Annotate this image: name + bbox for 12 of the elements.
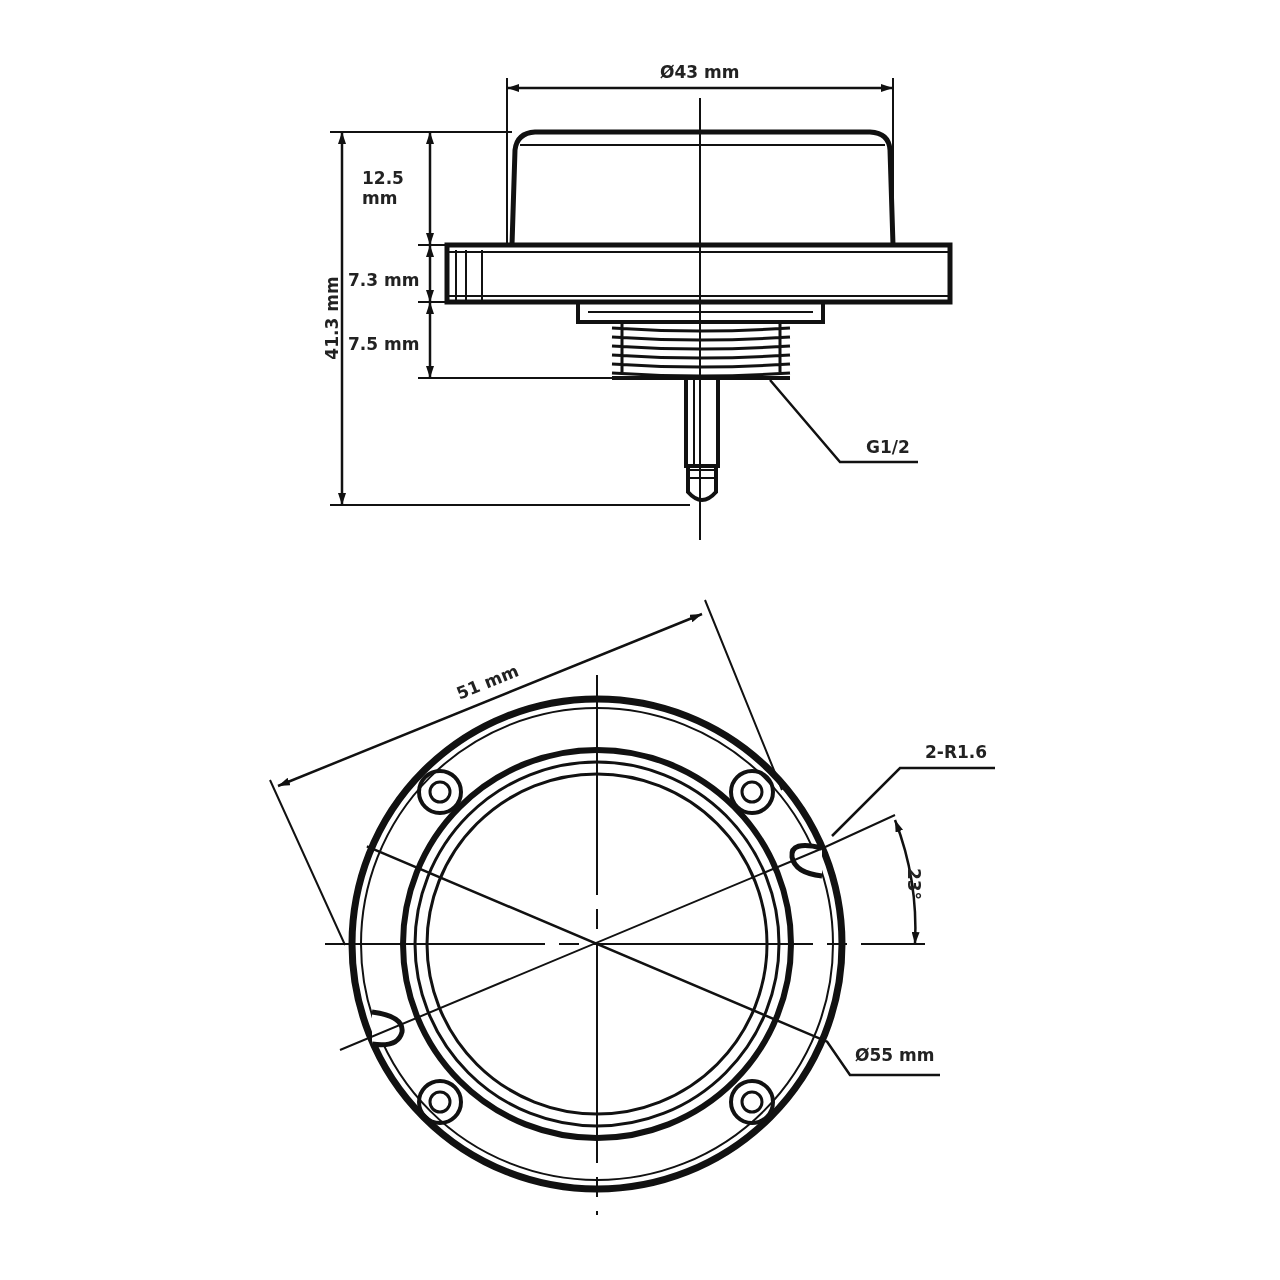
dimension-label: 12.5 mm (362, 168, 405, 208)
dimension-label: 23° (904, 867, 925, 901)
leader-line (831, 766, 995, 837)
dimension-label: 7.5 mm (348, 334, 420, 354)
dimension-label: Ø55 mm (855, 1045, 935, 1065)
dimension-label: 51 mm (453, 660, 522, 704)
callout-text: G1/2 (866, 437, 910, 457)
leader-line (769, 379, 918, 464)
dimension-label: 7.3 mm (348, 270, 420, 290)
dimension-label: 41.3 mm (321, 276, 342, 360)
callout-text: 2-R1.6 (925, 742, 988, 762)
dimension-label: Ø43 mm (660, 62, 740, 82)
